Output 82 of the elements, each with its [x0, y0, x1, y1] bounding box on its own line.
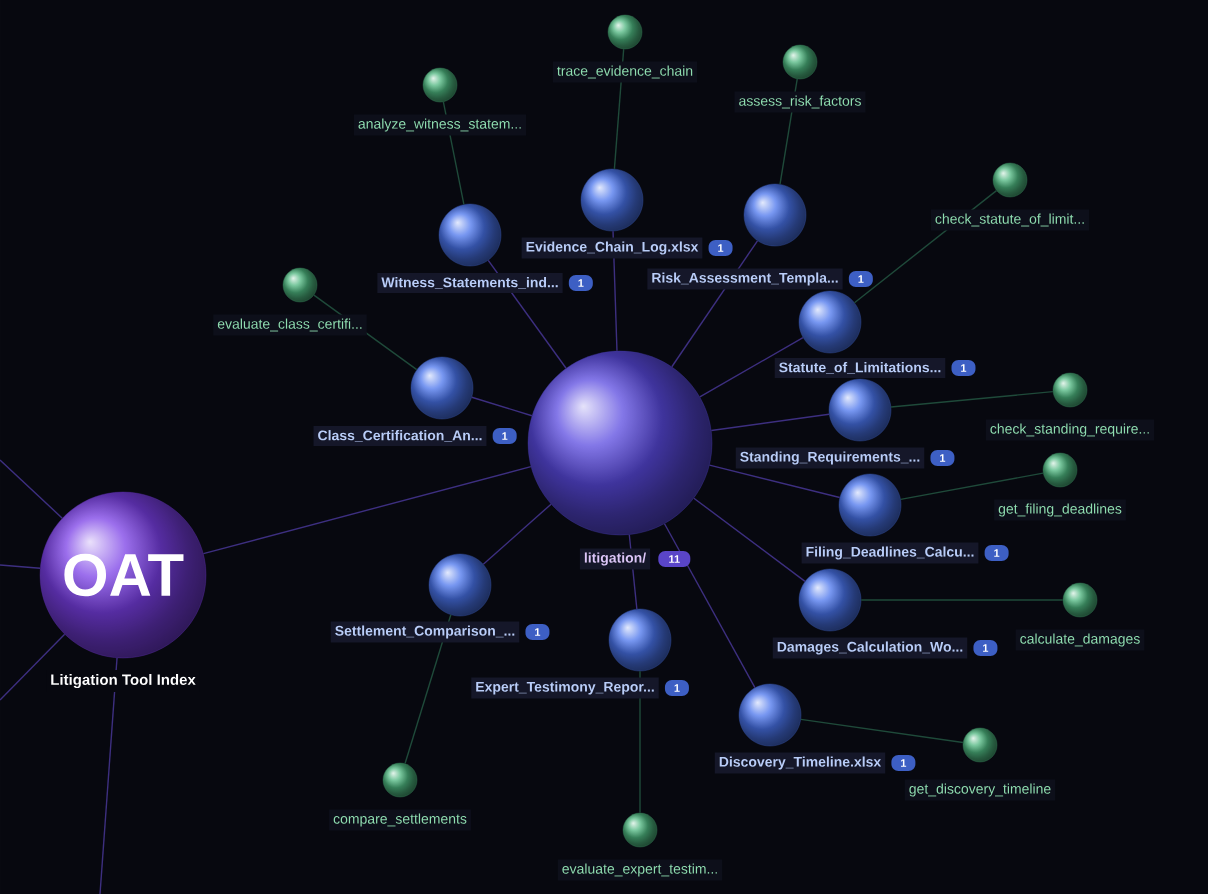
- sphere-node: [992, 162, 1028, 198]
- sphere-node: [738, 683, 802, 747]
- node-label: Evidence_Chain_Log.xlsx: [521, 237, 703, 259]
- node-label: Standing_Requirements_...: [735, 447, 925, 469]
- node-label: Damages_Calculation_Wo...: [772, 637, 968, 659]
- node-label: Statute_of_Limitations...: [774, 358, 946, 378]
- node-label: compare_settlements: [329, 809, 471, 831]
- sphere-node: [838, 473, 902, 537]
- connector-line: [471, 396, 533, 417]
- node-label: get_discovery_timeline: [909, 783, 1051, 797]
- count-badge: 1: [525, 624, 550, 640]
- node-label: get_filing_deadlines: [994, 499, 1126, 521]
- count-badge: 1: [984, 545, 1009, 561]
- connector-line: [482, 503, 552, 565]
- node-label: check_standing_require...: [990, 423, 1149, 437]
- node-label: check_standing_require...: [985, 419, 1155, 441]
- count-badge: 1: [708, 240, 733, 256]
- sphere-node: [622, 812, 658, 848]
- sphere-node: [1042, 452, 1078, 488]
- node-label: analyze_witness_statem...: [353, 114, 527, 136]
- sphere-node: [798, 290, 862, 354]
- connector-line: [693, 497, 806, 583]
- count-badge: 1: [951, 360, 976, 376]
- node-label: evaluate_expert_testim...: [557, 859, 723, 881]
- node-label: Filing_Deadlines_Calcu...: [801, 542, 979, 564]
- sphere-node: [282, 267, 318, 303]
- sphere-node: [422, 67, 458, 103]
- node-label: get_discovery_timeline: [904, 779, 1056, 801]
- node-label: check_statute_of_limit...: [935, 213, 1084, 227]
- connector-line: [0, 633, 66, 701]
- connector-line: [202, 465, 532, 555]
- node-label: evaluate_class_certifi...: [217, 318, 362, 332]
- node-label: Litigation Tool Index: [46, 669, 200, 692]
- connector-line: [710, 413, 830, 432]
- connector-line: [99, 657, 118, 894]
- node-label: Settlement_Comparison_...: [330, 621, 520, 643]
- node-label: calculate_damages: [1020, 633, 1140, 647]
- node-label: Class_Certification_An...: [313, 426, 487, 446]
- sphere-node: [580, 168, 644, 232]
- connector-line: [0, 564, 41, 569]
- node-label: evaluate_expert_testim...: [562, 863, 717, 877]
- node-label: analyze_witness_statem...: [358, 118, 521, 132]
- count-badge: 1: [891, 755, 916, 771]
- count-badge: 11: [658, 551, 691, 567]
- node-label: Risk_Assessment_Templa...: [647, 268, 843, 290]
- count-badge: 1: [664, 680, 689, 696]
- sphere-node: [608, 608, 672, 672]
- sphere-node: [743, 183, 807, 247]
- connector-line: [0, 459, 63, 519]
- sphere-node: OAT: [39, 491, 207, 659]
- connector-line: [699, 336, 804, 398]
- node-label: assess_risk_factors: [739, 95, 861, 109]
- node-label: Witness_Statements_ind...: [377, 273, 563, 293]
- connector-line: [890, 390, 1054, 408]
- sphere-node: [438, 203, 502, 267]
- sphere-node: [798, 568, 862, 632]
- connector-line: [708, 464, 841, 499]
- connector-line: [860, 599, 1064, 601]
- sphere-node: [828, 378, 892, 442]
- sphere-node: [607, 14, 643, 50]
- sphere-node: [527, 350, 713, 536]
- node-label: calculate_damages: [1015, 629, 1145, 651]
- sphere-node: [382, 762, 418, 798]
- node-label: evaluate_class_certifi...: [213, 314, 367, 336]
- count-badge: 1: [930, 450, 955, 466]
- sphere-node: [1052, 372, 1088, 408]
- connector-line: [663, 523, 756, 689]
- sphere-node: [782, 44, 818, 80]
- sphere-node: [410, 356, 474, 420]
- count-badge: 1: [568, 275, 593, 291]
- connector-line: [800, 718, 964, 744]
- node-label: trace_evidence_chain: [557, 65, 693, 79]
- sphere-node: [1062, 582, 1098, 618]
- sphere-node: [428, 553, 492, 617]
- sphere-node: [962, 727, 998, 763]
- count-badge: 1: [848, 271, 873, 287]
- count-badge: 1: [973, 640, 998, 656]
- node-label: Expert_Testimony_Repor...: [471, 677, 659, 699]
- connector-line: [900, 472, 1044, 501]
- count-badge: 1: [492, 428, 517, 444]
- node-label: litigation/: [579, 548, 651, 570]
- node-label: Discovery_Timeline.xlsx: [714, 752, 886, 774]
